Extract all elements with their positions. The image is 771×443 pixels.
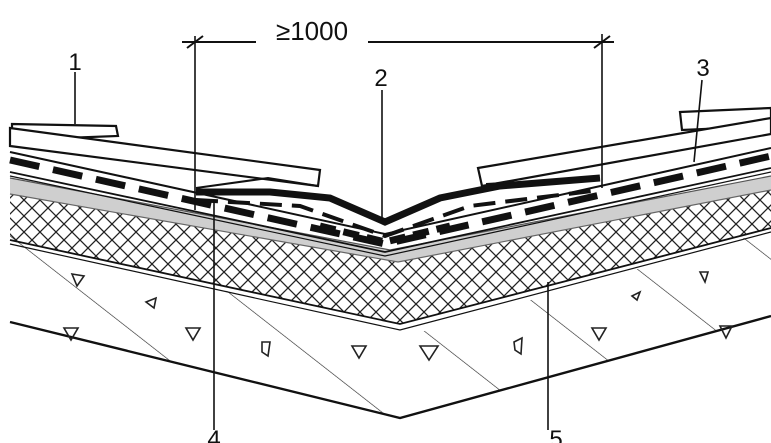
valley-strip bbox=[195, 174, 601, 246]
aggregate-marks bbox=[62, 271, 734, 362]
callout-1: 1 bbox=[68, 49, 81, 76]
concrete-slab bbox=[9, 230, 771, 420]
dimension-label: ≥1000 bbox=[276, 16, 348, 46]
callout-3: 3 bbox=[696, 55, 709, 82]
callout-2: 2 bbox=[374, 65, 387, 92]
dimension-line: ≥1000 bbox=[182, 16, 614, 210]
callout-5: 5 bbox=[549, 426, 562, 443]
left-cap-sheet bbox=[8, 122, 322, 189]
leader-lines bbox=[74, 72, 703, 430]
callout-4: 4 bbox=[207, 426, 220, 443]
callouts: 1 2 3 4 5 bbox=[68, 49, 709, 443]
right-cap-sheet bbox=[476, 106, 771, 188]
